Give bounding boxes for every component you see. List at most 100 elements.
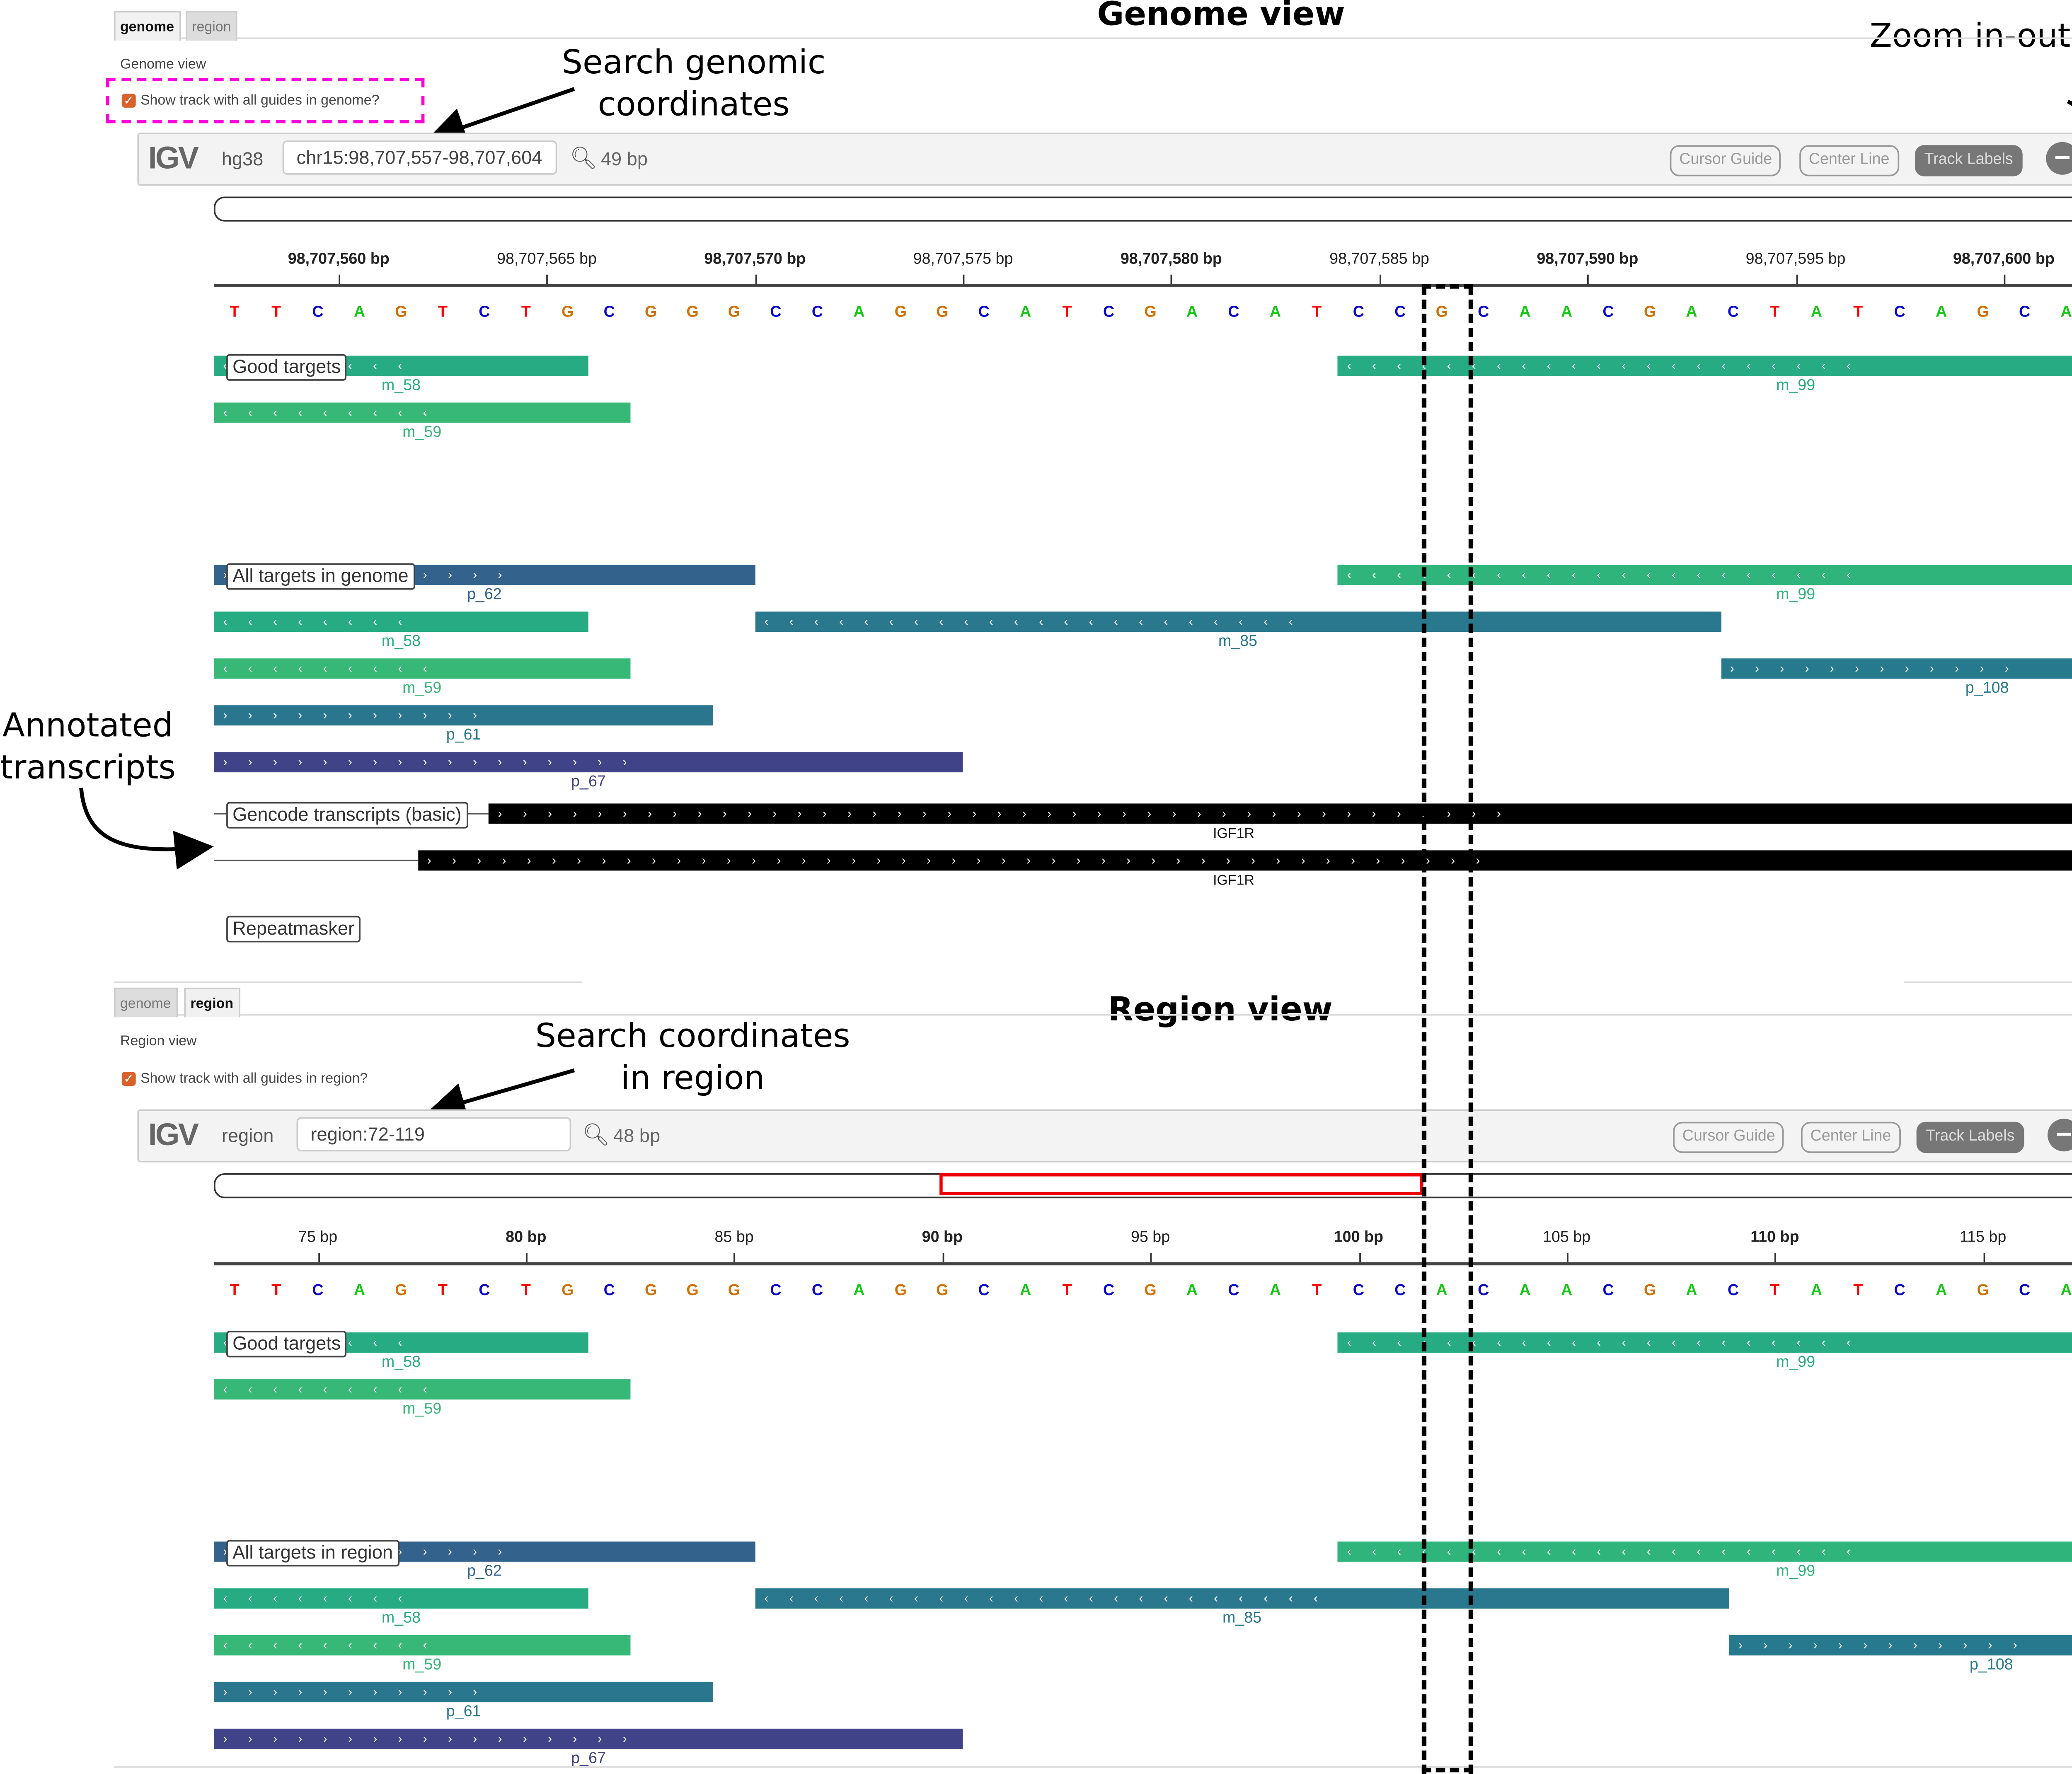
guide-feature[interactable]: ‹ ‹ ‹ ‹ ‹ ‹ ‹ ‹ ‹ — [213, 1635, 630, 1656]
chromosome-ideogram[interactable] — [213, 196, 2072, 222]
checkbox-checked-icon[interactable]: ✓ — [121, 1071, 136, 1085]
region-ideogram[interactable] — [213, 1173, 2072, 1199]
panel-separator — [114, 981, 582, 983]
search-icon[interactable]: 🔍︎ — [569, 145, 598, 170]
guide-feature[interactable]: ‹ ‹ ‹ ‹ ‹ ‹ ‹ ‹ — [213, 611, 588, 632]
locus-search-input[interactable] — [282, 140, 557, 175]
track-labels-button[interactable]: Track Labels — [1915, 145, 2023, 176]
guide-feature-label: p_67 — [571, 773, 606, 791]
arrow-transcripts — [79, 788, 214, 870]
tab-divider — [114, 1014, 2072, 1016]
guide-feature-label: p_67 — [571, 1750, 606, 1768]
guide-feature[interactable]: › › › › › › › › › › › — [213, 1682, 714, 1702]
ruler-tick — [339, 274, 341, 284]
checkbox-label: Show track with all guides in genome? — [140, 92, 380, 108]
genome-id[interactable]: region — [221, 1125, 274, 1147]
guide-feature[interactable]: ‹ ‹ ‹ ‹ ‹ ‹ ‹ ‹ ‹ — [213, 1379, 630, 1400]
base-A: A — [2060, 1282, 2072, 1300]
tab-region[interactable]: region — [184, 987, 240, 1018]
base-C: C — [1727, 1282, 1739, 1300]
base-C: C — [603, 1282, 615, 1300]
genome-id[interactable]: hg38 — [221, 148, 264, 170]
tab-genome[interactable]: genome — [114, 987, 177, 1018]
transcript-intron — [213, 860, 418, 861]
base-A: A — [1269, 1282, 1281, 1300]
guide-feature[interactable]: › › › › › › › › › › › › › › › › › — [213, 752, 963, 773]
show-all-guides-checkbox[interactable]: ✓ Show track with all guides in region? — [121, 1070, 368, 1086]
cursor-guide-button[interactable]: Cursor Guide — [1670, 145, 1782, 176]
base-C: C — [811, 304, 823, 321]
guide-feature-label: m_85 — [1222, 1610, 1262, 1627]
ruler-tick-label: 98,707,560 bp — [288, 251, 390, 268]
base-G: G — [728, 1282, 741, 1300]
igv-logo: IGV — [148, 1119, 199, 1153]
guide-feature-label: p_62 — [467, 1563, 502, 1581]
guide-feature[interactable]: › › › › › › › › › › › — [213, 705, 714, 726]
annotation-zoom: Zoom in-out — [1869, 17, 2071, 55]
base-T: T — [1062, 1282, 1072, 1300]
annotation-text: coordinates — [598, 86, 790, 123]
base-C: C — [1228, 1282, 1239, 1300]
guide-feature[interactable]: ‹ ‹ ‹ ‹ ‹ ‹ ‹ ‹ ‹ ‹ ‹ ‹ ‹ ‹ ‹ ‹ ‹ ‹ ‹ ‹ … — [755, 611, 1721, 632]
guide-feature[interactable]: ‹ ‹ ‹ ‹ ‹ ‹ ‹ ‹ ‹ ‹ ‹ ‹ ‹ ‹ ‹ ‹ ‹ ‹ ‹ ‹ … — [755, 1588, 1729, 1609]
genome-view-title: Genome view — [1097, 0, 1345, 33]
locus-search-input[interactable] — [296, 1117, 571, 1152]
track-name-label: All targets in genome — [226, 563, 415, 590]
tab-region[interactable]: region — [186, 11, 237, 41]
transcript-exon[interactable]: › › › › › › › › › › › › › › › › › › › › … — [488, 803, 2072, 824]
guide-feature[interactable]: ‹ ‹ ‹ ‹ ‹ ‹ ‹ ‹ ‹ ‹ ‹ ‹ ‹ ‹ ‹ ‹ ‹ ‹ ‹ ‹ … — [1338, 355, 2072, 376]
cursor-guide-button[interactable]: Cursor Guide — [1673, 1121, 1785, 1153]
center-line-button[interactable]: Center Line — [1799, 145, 1899, 176]
panel-separator — [114, 1766, 2072, 1768]
base-T: T — [1853, 1282, 1863, 1300]
guide-feature[interactable]: ‹ ‹ ‹ ‹ ‹ ‹ ‹ ‹ ‹ — [213, 402, 630, 423]
base-A: A — [1811, 304, 1822, 321]
ruler-tick — [755, 274, 757, 284]
base-C: C — [1727, 304, 1739, 321]
ideogram-current-range — [939, 1173, 1423, 1195]
panel-separator — [1904, 981, 2072, 983]
guide-feature[interactable]: ‹ ‹ ‹ ‹ ‹ ‹ ‹ ‹ — [213, 1588, 588, 1609]
base-A: A — [1811, 1282, 1822, 1300]
ruler-tick-label: 80 bp — [506, 1229, 547, 1247]
arrow-search-genomic — [426, 87, 575, 146]
genome-view-subtitle: Genome view — [120, 56, 206, 72]
tab-genome[interactable]: genome — [114, 11, 181, 41]
guide-feature[interactable]: › › › › › › › › › › › › — [1721, 658, 2072, 679]
guide-feature[interactable]: ‹ ‹ ‹ ‹ ‹ ‹ ‹ ‹ ‹ ‹ ‹ ‹ ‹ ‹ ‹ ‹ ‹ ‹ ‹ ‹ … — [1338, 1541, 2072, 1562]
annotation-text: transcripts — [0, 749, 176, 787]
track-labels-button[interactable]: Track Labels — [1916, 1121, 2024, 1153]
guide-feature[interactable]: › › › › › › › › › › › › › › › › › — [213, 1728, 963, 1749]
annotation-search-region: Search coordinates in region — [535, 1016, 850, 1100]
transcript-exon[interactable]: › › › › › › › › › › › › › › › › › › › › … — [418, 850, 2072, 871]
track-name-label: Gencode transcripts (basic) — [226, 802, 468, 829]
base-C: C — [1602, 304, 1614, 321]
base-C: C — [1478, 304, 1489, 321]
base-A: A — [1686, 304, 1697, 321]
zoom-out-button[interactable]: − — [2047, 1119, 2072, 1152]
base-G: G — [1144, 304, 1157, 321]
zoom-out-button[interactable]: − — [2046, 142, 2072, 175]
center-line-button[interactable]: Center Line — [1801, 1121, 1900, 1153]
base-G: G — [936, 304, 949, 321]
base-C: C — [978, 1282, 990, 1300]
ruler-tick-label: 98,707,580 bp — [1120, 251, 1222, 268]
ruler-tick-label: 95 bp — [1130, 1229, 1170, 1247]
guide-feature[interactable]: ‹ ‹ ‹ ‹ ‹ ‹ ‹ ‹ ‹ ‹ ‹ ‹ ‹ ‹ ‹ ‹ ‹ ‹ ‹ ‹ … — [1338, 565, 2072, 585]
base-A: A — [1020, 1282, 1031, 1300]
arrow-search-region — [426, 1068, 575, 1121]
search-icon[interactable]: 🔍︎ — [582, 1121, 610, 1147]
highlight-bottom-edge — [1421, 1767, 1474, 1773]
ruler-tick — [963, 274, 965, 284]
guide-feature-label: m_58 — [381, 1354, 421, 1372]
ruler-axis — [213, 1262, 2072, 1266]
guide-feature[interactable]: ‹ ‹ ‹ ‹ ‹ ‹ ‹ ‹ ‹ — [213, 658, 630, 679]
base-A: A — [353, 304, 366, 321]
base-T: T — [230, 1282, 240, 1300]
show-all-guides-checkbox[interactable]: ✓ Show track with all guides in genome? — [121, 92, 380, 108]
guide-feature[interactable]: ‹ ‹ ‹ ‹ ‹ ‹ ‹ ‹ ‹ ‹ ‹ ‹ ‹ ‹ ‹ ‹ ‹ ‹ ‹ ‹ … — [1338, 1332, 2072, 1353]
base-A: A — [2060, 304, 2072, 321]
annotation-text: Annotated — [2, 706, 173, 744]
checkbox-checked-icon[interactable]: ✓ — [121, 93, 136, 107]
guide-feature[interactable]: › › › › › › › › › › › › — [1729, 1635, 2072, 1656]
